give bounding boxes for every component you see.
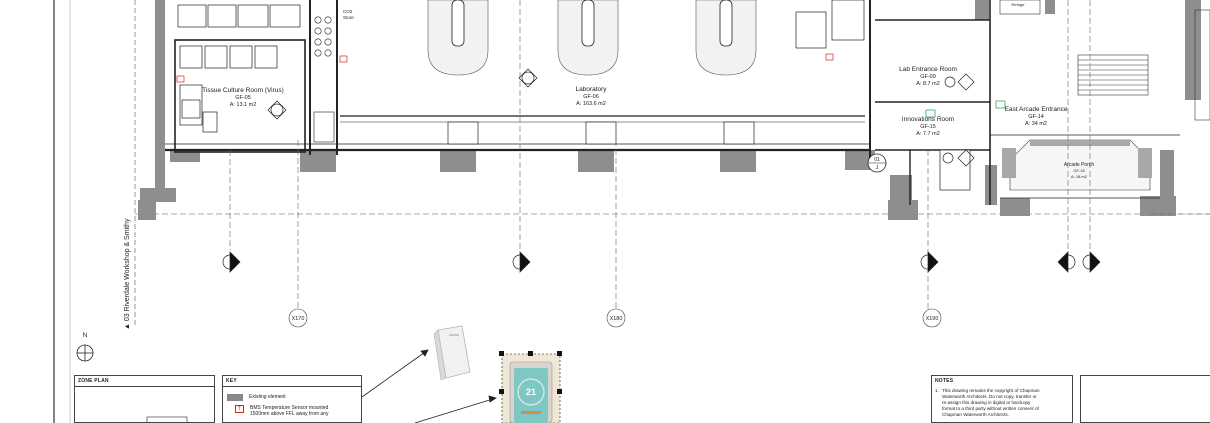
key-row-existing: Existing element [223, 392, 361, 403]
room-name: Arcade Porch [1064, 162, 1095, 168]
room-code: GF-15 [920, 124, 936, 130]
thermostat-readout: 21 [526, 387, 536, 397]
zone-plan-panel: ZONE PLAN [74, 375, 215, 423]
title-block-panel [1080, 375, 1210, 423]
notes-line-4: format to a third party without written … [942, 406, 1039, 411]
selection-handles[interactable] [499, 351, 562, 394]
existing-element-swatch [227, 394, 243, 401]
notes-line-5: Chapman Waterworth Architects. [942, 412, 1009, 417]
section-cut-01: 01 J [867, 153, 887, 173]
section-cut-number: 01 [874, 157, 880, 163]
room-label-east-arcade: East Arcade Entrance GF-14 A: 34 m2 [1005, 106, 1068, 127]
notes-line-3: re-assign this drawing in digital or har… [942, 400, 1031, 405]
key-row-sensor: T BMS Temperature Sensor mounted 1500mm … [223, 403, 361, 419]
room-area: A: 18 m2 [1071, 174, 1088, 179]
notes-item-1: 1. This drawing remains the copyright of… [932, 386, 1072, 418]
section-cut-letter: J [876, 165, 879, 171]
north-label: N [83, 332, 88, 339]
sensor-description: BMS Temperature Sensor mounted 1500mm ab… [250, 405, 328, 417]
room-name: Tissue Culture Room (Virus) [202, 87, 284, 94]
zone-plan-title: ZONE PLAN [75, 376, 214, 387]
co2-store-label-line2: Store [343, 15, 354, 20]
room-label-innovations: Innovations Room GF-15 A: 7.7 m2 [902, 116, 954, 137]
notes-item-number: 1. [935, 388, 939, 393]
sensor-text-line2: 1500mm above FFL away from any [250, 411, 329, 417]
room-area: A: 163.6 m2 [576, 101, 606, 107]
room-label-tissue-culture: Tissue Culture Room (Virus) GF-05 A: 13.… [202, 87, 284, 108]
room-code: GF-14 [1028, 114, 1044, 120]
temperature-sensor-image [433, 325, 471, 381]
gridline-x170: X170 [292, 316, 305, 322]
sensor-tag-icon: T [235, 405, 244, 413]
gridline-x180: X180 [610, 316, 623, 322]
sensor-tags [176, 53, 1006, 118]
room-code: GF-16 [1073, 168, 1085, 173]
existing-element-label: Existing element [249, 394, 286, 400]
room-area: A: 13.1 m2 [230, 102, 257, 108]
thermostat-image[interactable]: 21 [499, 351, 562, 423]
zone-plan-diagram [146, 416, 188, 422]
lab-benches [427, 0, 757, 76]
room-label-lab-entrance: Lab Entrance Room GF-09 A: 8.7 m2 [899, 66, 957, 87]
co2-store-label-line1: CO2 [343, 9, 353, 14]
room-code: GF-09 [920, 74, 936, 80]
sensor-text-line1: BMS Temperature Sensor mounted [250, 405, 329, 411]
room-label-arcade-porch: Arcade Porch GF-16 A: 18 m2 [1064, 162, 1095, 179]
notes-title: NOTES [935, 378, 954, 384]
room-area: A: 34 m2 [1025, 121, 1047, 127]
refuge-label: Refuge [1012, 2, 1026, 7]
key-panel: KEY Existing element T BMS Temperature S… [222, 375, 362, 423]
room-name: Lab Entrance Room [899, 66, 957, 73]
gridline-x190: X190 [926, 316, 939, 322]
room-label-laboratory: Laboratory GF-06 A: 163.6 m2 [575, 86, 607, 107]
room-area: A: 7.7 m2 [916, 131, 940, 137]
room-name: Laboratory [575, 86, 607, 93]
notes-line-2: Waterworth Architects. Do not copy, tran… [942, 394, 1037, 399]
gridline-bubbles: X170 X180 X190 [288, 308, 942, 328]
notes-panel: NOTES 1. This drawing remains the copyri… [931, 375, 1073, 423]
notes-line-1: This drawing remains the copyright of Ch… [942, 388, 1040, 393]
room-name: East Arcade Entrance [1005, 106, 1068, 113]
key-title: KEY [223, 376, 361, 387]
drawing-side-title: ▲ 03 Riverdale Workshop & Smithy [124, 218, 131, 330]
room-name: Innovations Room [902, 116, 954, 123]
section-markers [222, 68, 1101, 273]
room-code: GF-06 [583, 94, 599, 100]
room-area: A: 8.7 m2 [916, 81, 940, 87]
north-arrow: N [76, 332, 94, 362]
room-code: GF-05 [235, 95, 251, 101]
existing-walls [138, 0, 1201, 220]
